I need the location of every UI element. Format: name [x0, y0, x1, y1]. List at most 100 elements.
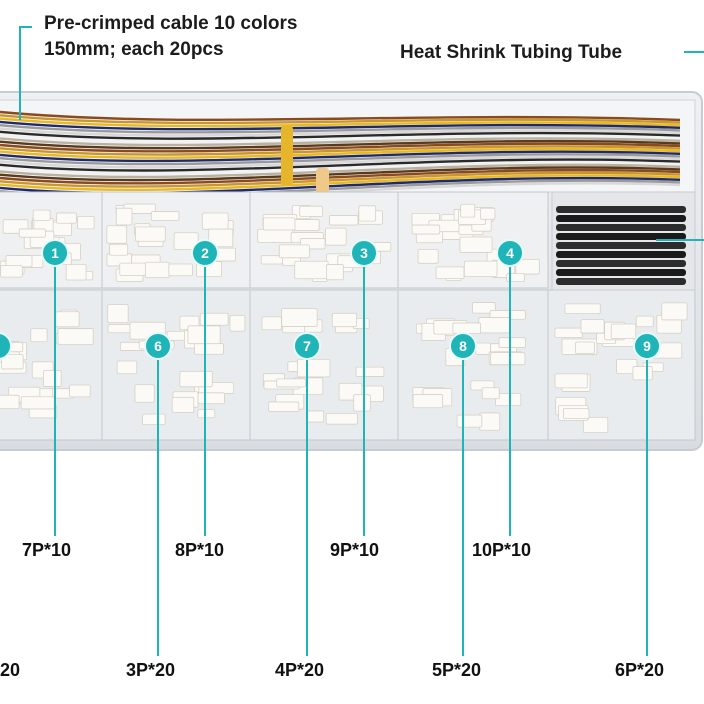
connector-housing: [261, 316, 282, 331]
connector-housing: [506, 273, 525, 283]
connector-housing: [292, 219, 320, 231]
wire: [0, 142, 681, 153]
label-5p: 5P*20: [432, 660, 482, 680]
connector-housing: [456, 414, 483, 428]
connector-housing: [475, 342, 491, 355]
label-9p: 9P*10: [330, 540, 380, 560]
connector-housing: [353, 394, 371, 412]
connector-housing: [481, 387, 500, 400]
wire: [0, 155, 681, 169]
connector-housing: [417, 249, 439, 264]
heat-shrink-tube: [556, 278, 686, 285]
connector-housing: [201, 212, 229, 230]
callout-badge-2: 2: [191, 239, 219, 267]
connector-housing: [5, 255, 33, 268]
heat-shrink-tube: [556, 206, 686, 213]
callout-badge-9: 9: [633, 332, 661, 360]
heat-shrink-tube: [556, 251, 686, 258]
wire: [0, 150, 681, 163]
connector-housing: [142, 413, 166, 425]
connector-housing: [435, 266, 465, 280]
wire: [0, 130, 681, 140]
wire: [0, 139, 681, 150]
connector-housing: [115, 207, 133, 226]
connector-housing: [69, 384, 91, 398]
connector-housing: [77, 215, 95, 230]
connector-housing: [325, 227, 347, 246]
connector-housing: [278, 244, 310, 259]
connector-housing: [358, 205, 377, 222]
callout-badge-6: 6: [144, 332, 172, 360]
connector-housing: [325, 412, 358, 425]
wire: [0, 124, 681, 134]
connector-housing: [134, 384, 155, 403]
connector-housing: [325, 264, 344, 281]
wire: [0, 117, 681, 128]
connector-housing: [306, 410, 325, 423]
connector-housing: [268, 401, 300, 412]
callout-badge-7: 7: [293, 332, 321, 360]
connector-housing: [119, 262, 146, 276]
connector-housing: [498, 337, 526, 348]
connector-housing: [0, 265, 23, 278]
connector-housing: [495, 393, 522, 407]
connector-housing: [294, 260, 329, 280]
connector-housing: [43, 370, 62, 387]
connector-housing: [199, 312, 229, 326]
label-3p: 3P*20: [126, 660, 176, 680]
connector-housing: [554, 327, 583, 338]
connector-housing: [57, 328, 94, 345]
connector-housing: [171, 396, 195, 413]
connector-housing: [135, 226, 166, 242]
connector-housing: [0, 394, 20, 410]
connector-housing: [296, 358, 331, 378]
wire: [0, 147, 681, 159]
connector-housing: [257, 228, 294, 243]
wire: [0, 120, 681, 131]
callout-badge-3: 3: [350, 239, 378, 267]
label-4p: 4P*20: [275, 660, 325, 680]
connector-housing: [355, 366, 385, 377]
connector-housing: [32, 209, 51, 221]
connector-housing: [580, 319, 605, 334]
connector-housing: [480, 207, 496, 220]
callout-badge-1: 1: [41, 239, 69, 267]
connector-housing: [329, 215, 359, 226]
label-8p: 8P*10: [175, 540, 225, 560]
callout-badge-4: 4: [496, 239, 524, 267]
connector-housing: [460, 203, 476, 218]
connector-housing: [661, 302, 688, 321]
connector-housing: [411, 224, 441, 235]
connector-housing: [179, 370, 213, 388]
wire: [0, 127, 681, 137]
label-10p: 10P*10: [472, 540, 532, 560]
wire: [0, 110, 681, 122]
connector-housing: [194, 342, 224, 355]
heat-shrink-caption: Heat Shrink Tubing Tube: [400, 42, 623, 63]
connector-housing: [635, 315, 654, 328]
connector-housing: [168, 263, 193, 277]
heat-shrink-tube: [556, 233, 686, 240]
cable-tie-1: [281, 126, 293, 186]
label-7p: 7P*10: [22, 540, 72, 560]
connector-housing: [582, 417, 609, 434]
connector-housing: [55, 311, 80, 328]
connector-housing: [276, 378, 306, 388]
label-partial-left: 20: [0, 660, 21, 680]
connector-housing: [144, 261, 170, 279]
connector-housing: [1, 354, 24, 370]
connector-housing: [479, 412, 501, 431]
connector-housing: [30, 328, 48, 343]
label-6p: 6P*20: [615, 660, 665, 680]
heat-shrink-tubes: [556, 206, 686, 285]
connector-housing: [575, 341, 595, 354]
connector-housing: [632, 366, 653, 381]
connector-housing: [515, 258, 540, 275]
connector-housing: [563, 407, 590, 420]
cable-caption-line2: 150mm; each 20pcs: [44, 39, 224, 60]
wire: [0, 145, 681, 156]
wire: [0, 133, 681, 144]
wire: [0, 137, 681, 147]
wire: [0, 153, 681, 166]
